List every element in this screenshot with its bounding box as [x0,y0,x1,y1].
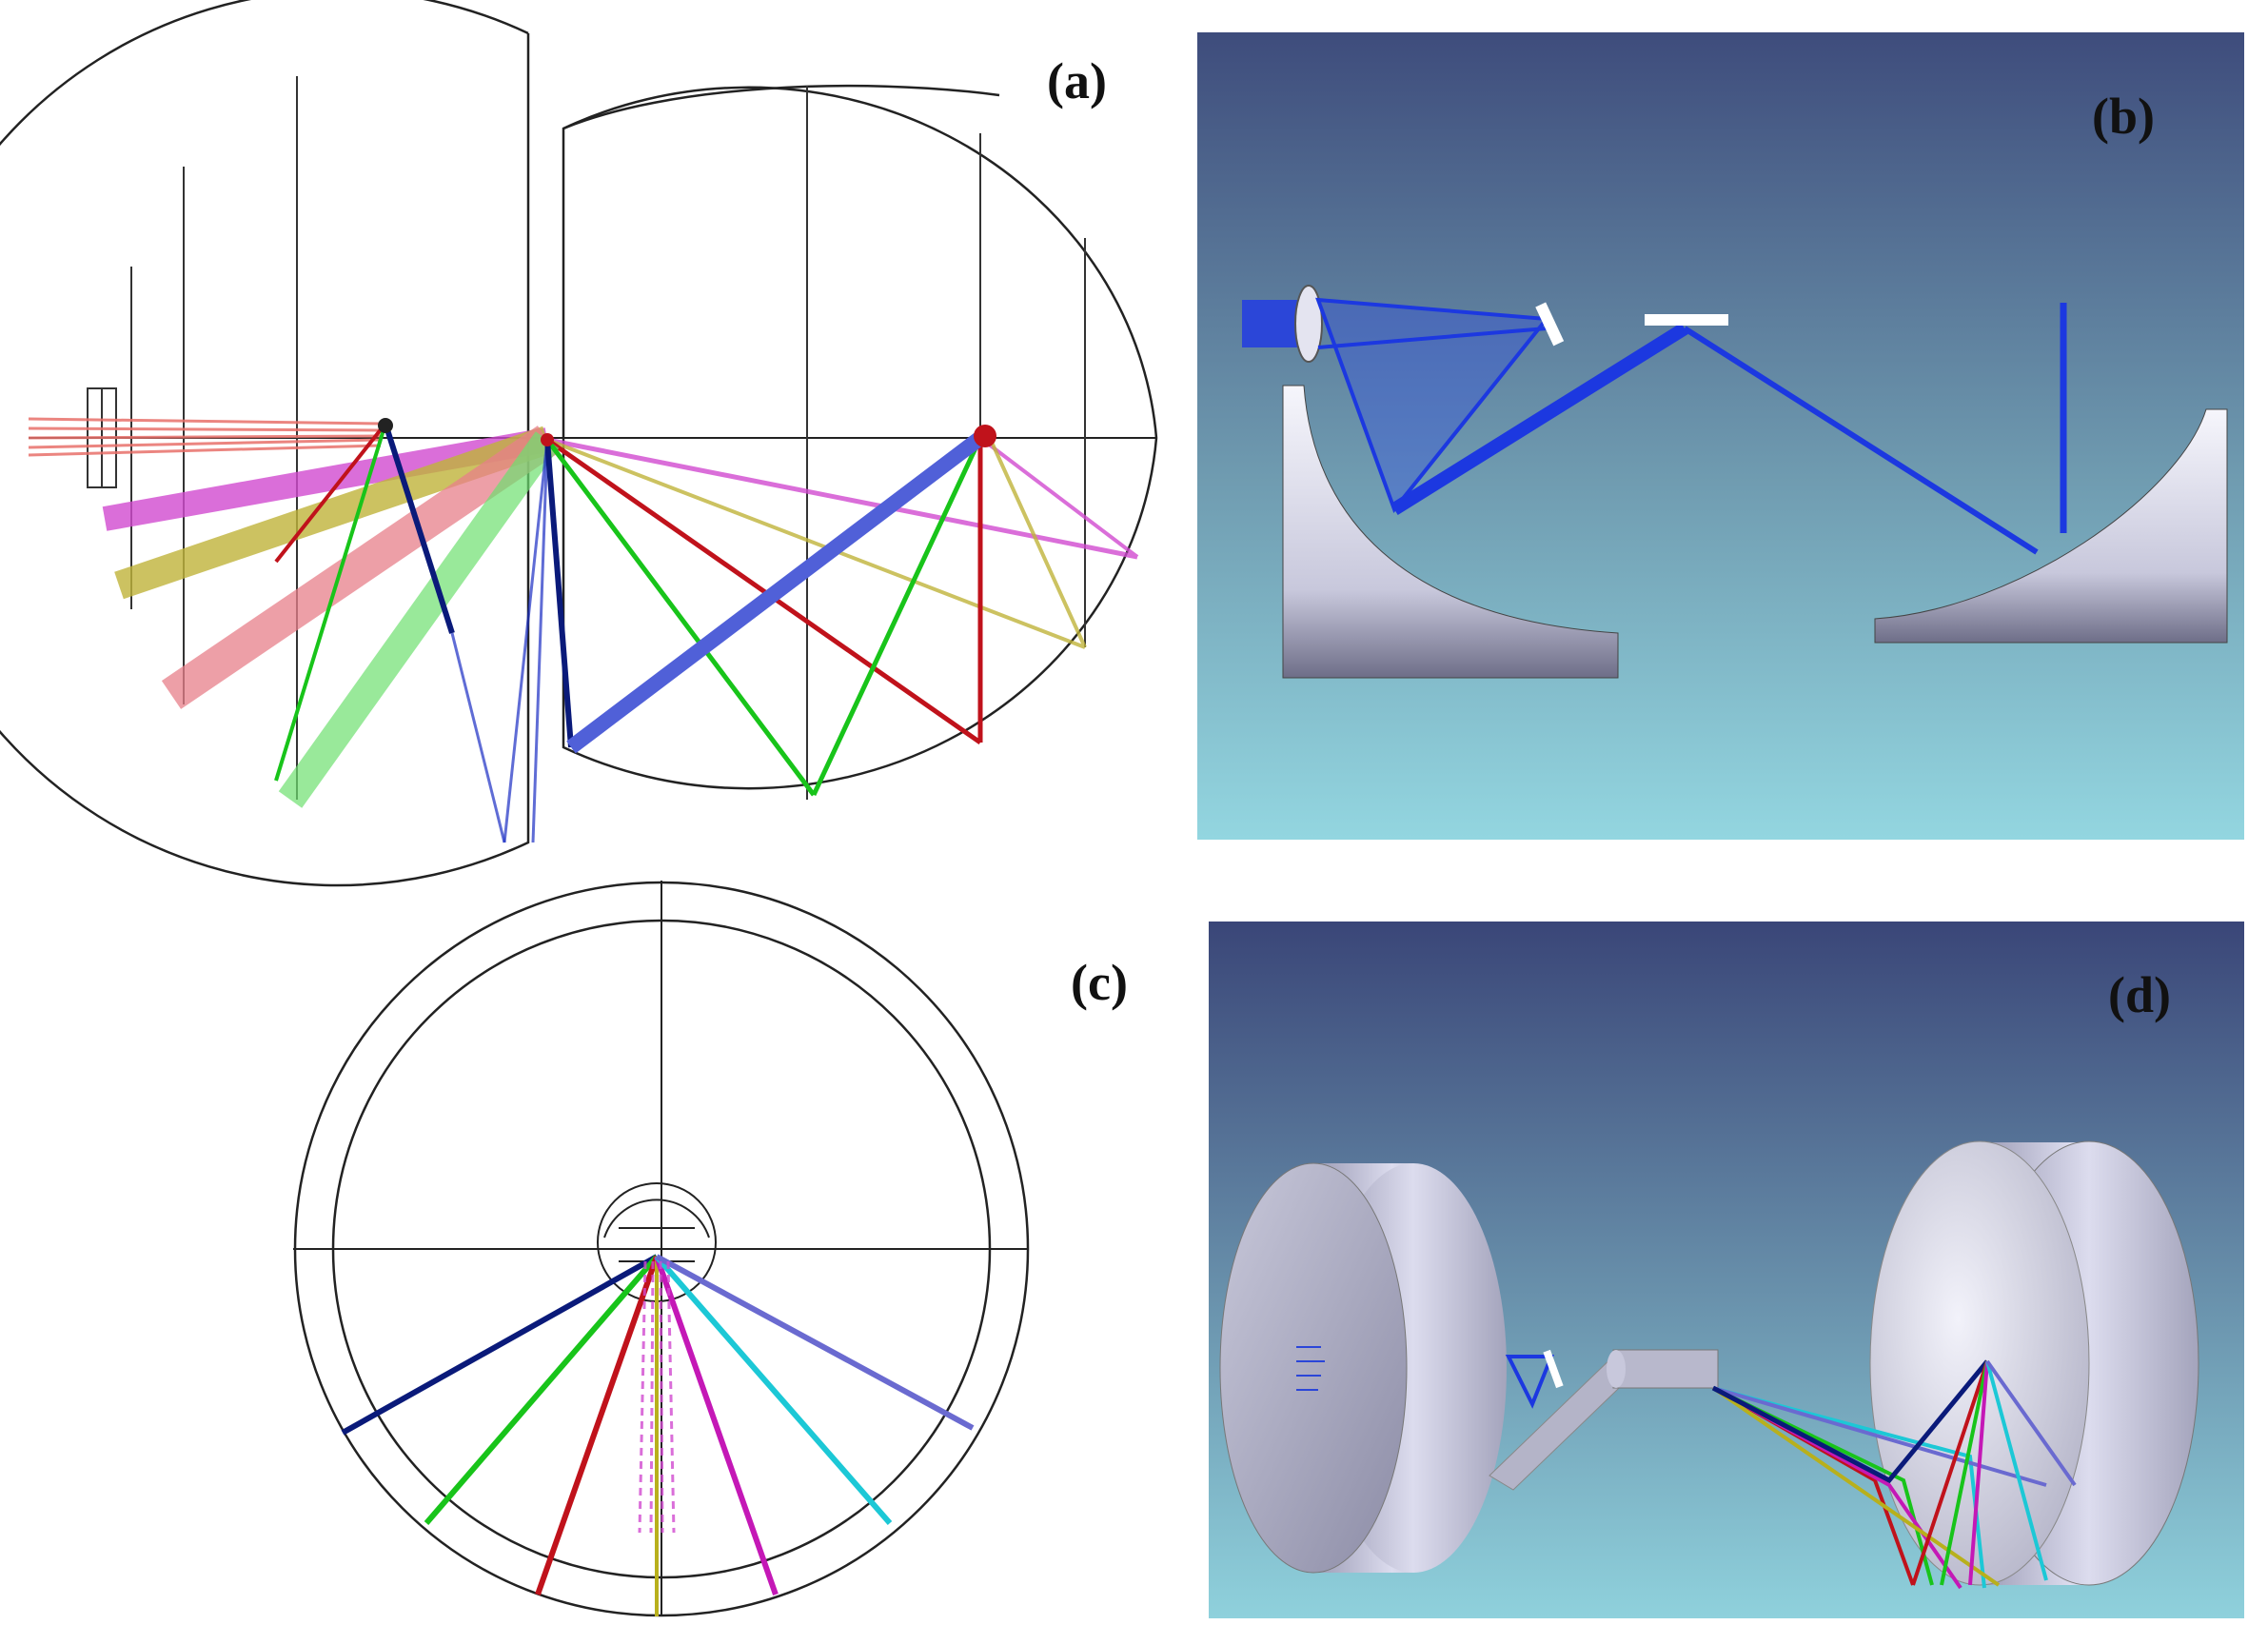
panel-b-background [1197,32,2244,840]
yellow-rays [114,426,1087,649]
grating [1535,302,1565,347]
left-cylinder-mirror [1219,1162,1507,1574]
panel-label-c: (c) [1071,954,1128,1011]
panel-label-a: (a) [1047,52,1107,109]
fold-mirror [1645,314,1728,326]
focus-point-right [974,425,996,447]
panel-d-middle-optics [1489,1349,1719,1491]
blue-rays [383,423,985,843]
right-concave-mirror [1874,408,2228,644]
panel-d-rays [1711,1359,2077,1590]
panel-a-ray-trace [0,0,1158,887]
panel-d-3d-view [1209,922,2244,1618]
panel-b-3d-view [1197,32,2244,840]
panel-c-rays [341,1254,975,1616]
panel-c-front-view [293,881,1030,1617]
input-beam [28,417,382,457]
left-concave-mirror [1282,385,1619,679]
right-cylinder-mirror [1869,1140,2199,1586]
red-rays [161,422,983,745]
focus-point-left [378,418,393,433]
panel-c-central-bundle [638,1260,676,1534]
focus-point-center [541,433,554,446]
left-cylinder-marks [1296,1346,1325,1391]
collimator-lens [1242,285,1323,363]
panel-b-beams [1315,297,2067,555]
left-mirror-outline [0,0,530,887]
green-rays [274,423,983,808]
panel-label-d: (d) [2108,966,2171,1023]
panel-label-b: (b) [2092,88,2155,145]
